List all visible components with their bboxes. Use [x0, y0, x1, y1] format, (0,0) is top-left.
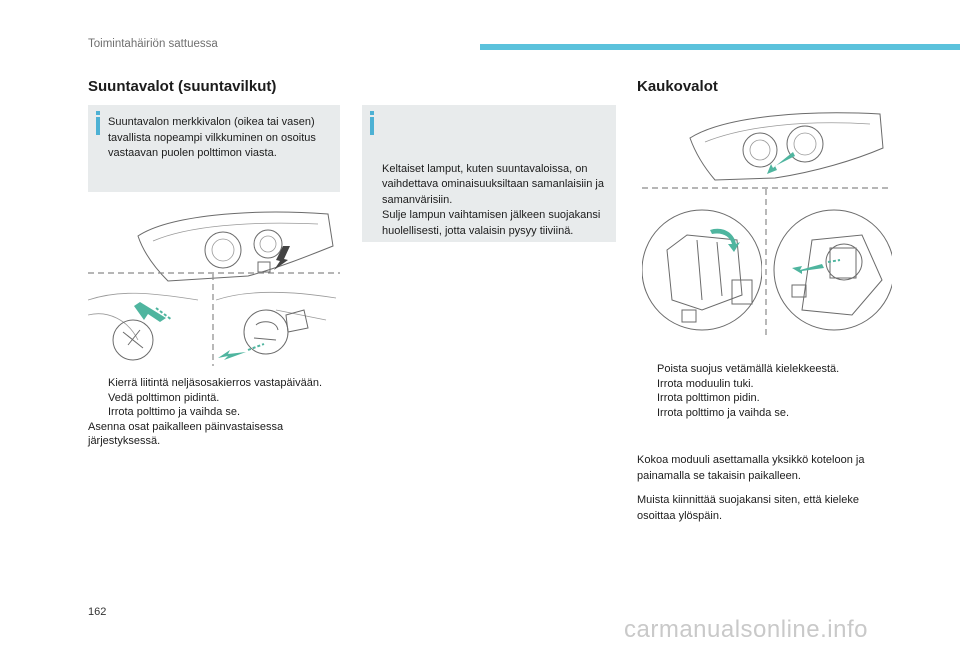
module-support-illustration — [642, 209, 762, 331]
divider-dashed — [642, 187, 890, 189]
header-accent-bar — [480, 44, 960, 50]
divider-dashed-vertical — [765, 189, 767, 339]
info-note-text: Keltaiset lamput, kuten suuntavaloissa, … — [382, 162, 604, 237]
list-item-text: Irrota polttimon pidin. — [657, 392, 760, 404]
section-title: Toimintahäiriön sattuessa — [88, 38, 218, 50]
connector-rotate-illustration — [88, 292, 199, 361]
divider-dashed-vertical — [212, 274, 214, 366]
list-item-text: Irrota moduulin tuki. — [657, 377, 754, 390]
headlamp-illustration-left — [137, 211, 334, 282]
bullet-icon — [637, 406, 657, 421]
bullet-icon — [88, 376, 108, 391]
info-note-amber-bulbs: Keltaiset lamput, kuten suuntavaloissa, … — [362, 105, 616, 242]
list-item: Irrota polttimo ja vaihda se. — [88, 405, 348, 420]
list-item-text: Irrota polttimo ja vaihda se. — [657, 406, 790, 419]
heading-high-beams: Kaukovalot — [637, 78, 718, 95]
heading-turn-signals: Suuntavalot (suuntavilkut) — [88, 78, 277, 95]
info-note-turn-signal: Suuntavalon merkkivalon (oikea tai vasen… — [88, 105, 340, 192]
divider-dashed — [88, 272, 340, 274]
info-icon — [96, 111, 100, 115]
list-item: Kierrä liitintä neljäsosakierros vastapä… — [88, 376, 348, 391]
bullet-icon — [88, 391, 108, 406]
list-item-text: Poista suojus vetämällä kielekkeestä. — [657, 363, 840, 375]
list-item: Irrota polttimo ja vaihda se. — [637, 406, 897, 421]
closing-text: Asenna osat paikalleen päinvastaisessa j… — [88, 420, 284, 448]
watermark: carmanualsonline.info — [624, 616, 868, 643]
bulb-holder-illustration — [773, 209, 892, 331]
info-icon-bar — [370, 117, 374, 135]
bullet-icon — [88, 405, 108, 420]
info-note-text: Suuntavalon merkkivalon (oikea tai vasen… — [108, 116, 316, 159]
info-icon-bar — [96, 117, 100, 135]
cover-reminder-text: Muista kiinnittää suojakansi siten, että… — [637, 494, 859, 522]
steps-list-right: Poista suojus vetämällä kielekkeestä. Ir… — [637, 362, 897, 420]
steps-list-left: Kierrä liitintä neljäsosakierros vastapä… — [88, 376, 348, 449]
list-item: Vedä polttimon pidintä. — [88, 391, 348, 406]
bullet-icon — [637, 391, 657, 406]
bullet-icon — [637, 377, 657, 392]
list-item: Irrota polttimon pidin. — [637, 391, 897, 406]
list-item: Poista suojus vetämällä kielekkeestä. — [637, 362, 897, 377]
list-item: Irrota moduulin tuki. — [637, 377, 897, 392]
page-number: 162 — [88, 606, 107, 618]
list-item-text: Vedä polttimon pidintä. — [108, 391, 220, 404]
list-item-text: Irrota polttimo ja vaihda se. — [108, 406, 241, 418]
bullet-icon — [637, 362, 657, 377]
list-item-text: Kierrä liitintä neljäsosakierros vastapä… — [108, 377, 322, 389]
reassembly-text: Kokoa moduuli asettamalla yksikkö kotelo… — [637, 454, 865, 482]
info-icon — [370, 111, 374, 115]
bulb-holder-pull-illustration — [216, 291, 337, 360]
headlamp-illustration-right — [689, 112, 884, 181]
